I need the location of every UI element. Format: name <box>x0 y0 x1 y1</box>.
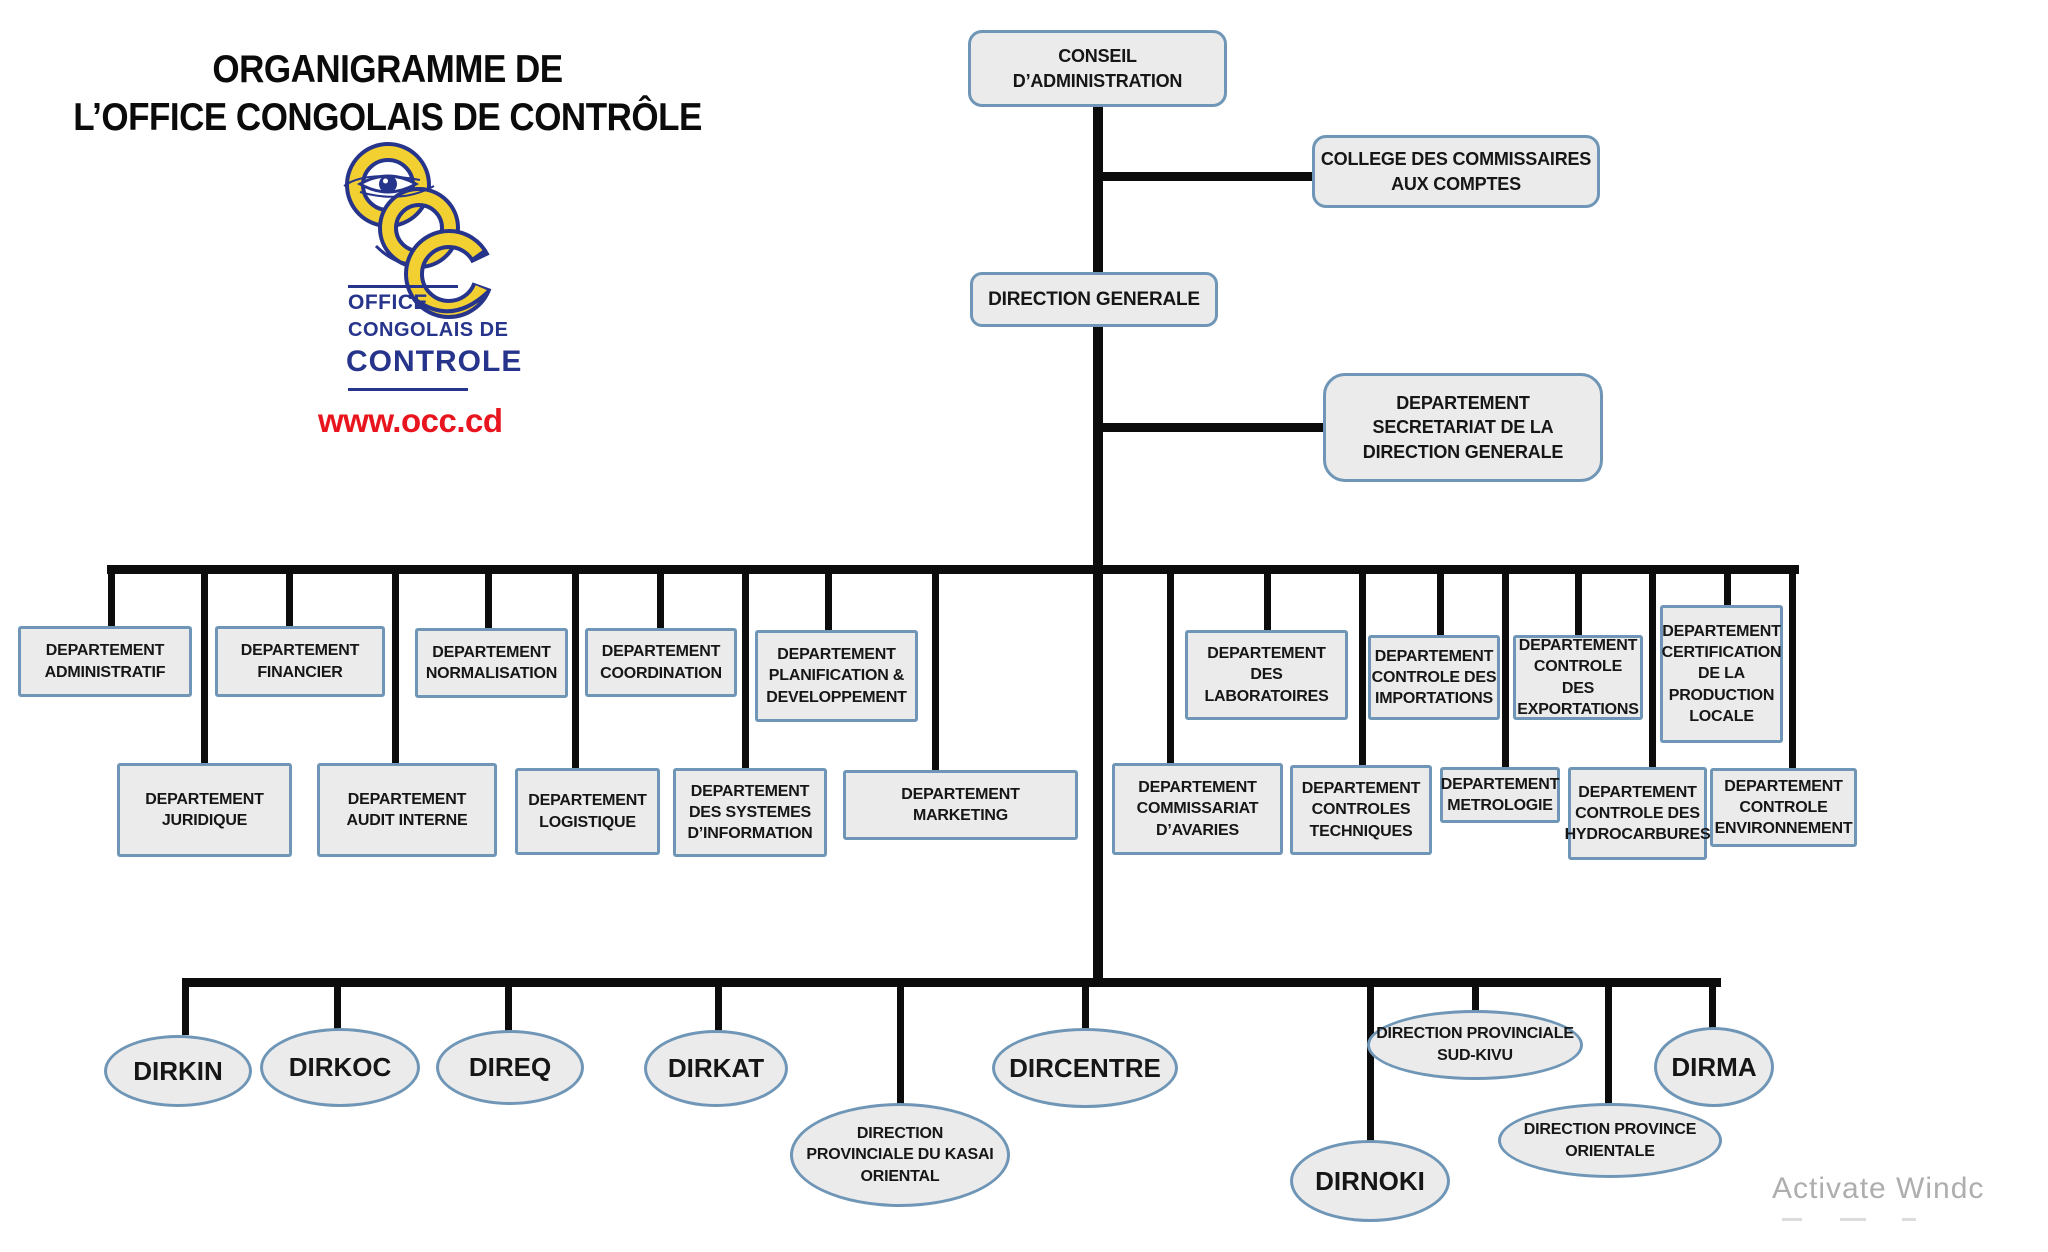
logo-divider-bottom <box>348 388 468 391</box>
direction-ellipse: DIRKIN <box>104 1035 252 1107</box>
department-box: DEPARTEMENT CONTROLE DES EXPORTATIONS <box>1513 635 1643 720</box>
connector-line <box>1167 568 1174 768</box>
department-box: DEPARTEMENT FINANCIER <box>215 626 385 697</box>
department-box: DEPARTEMENT LOGISTIQUE <box>515 768 660 855</box>
department-box: DEPARTEMENT MARKETING <box>843 770 1078 840</box>
org-title-line2: L’OFFICE CONGOLAIS DE CONTRÔLE <box>73 94 702 139</box>
connector-line <box>1437 568 1444 638</box>
direction-ellipse: DIRECTION PROVINCE ORIENTALE <box>1498 1103 1722 1178</box>
direction-ellipse: DIRCENTRE <box>992 1028 1178 1108</box>
org-title-line1: ORGANIGRAMME DE <box>212 47 563 91</box>
connector-line <box>182 985 189 1035</box>
connector-line <box>1093 102 1103 982</box>
connector-line <box>1605 985 1612 1107</box>
department-box: DEPARTEMENT METROLOGIE <box>1440 767 1560 823</box>
connector-line <box>1264 568 1271 633</box>
connector-line <box>108 568 115 633</box>
department-box: DEPARTEMENT CERTIFICATION DE LA PRODUCTI… <box>1660 605 1783 743</box>
connector-line <box>657 568 664 633</box>
department-box: DEPARTEMENT COMMISSARIAT D’AVARIES <box>1112 763 1283 855</box>
logo-divider-top <box>348 285 458 288</box>
department-box: DEPARTEMENT DES SYSTEMES D’INFORMATION <box>673 768 827 857</box>
direction-ellipse: DIRNOKI <box>1290 1140 1450 1222</box>
connector-line <box>182 978 1721 987</box>
department-box: DEPARTEMENT CONTROLE ENVIRONNEMENT <box>1710 768 1857 847</box>
connector-line <box>897 985 904 1107</box>
connector-line <box>286 568 293 633</box>
department-box: DEPARTEMENT PLANIFICATION & DEVELOPPEMEN… <box>755 630 918 722</box>
connector-line <box>107 565 1799 574</box>
watermark-fragment <box>1782 1218 1802 1221</box>
connector-line <box>1789 568 1796 771</box>
connector-line <box>485 568 492 633</box>
occ-logo-rings-icon <box>343 142 494 319</box>
college-commissaires-box: COLLEGE DES COMMISSAIRES AUX COMPTES <box>1312 135 1600 208</box>
department-box: DEPARTEMENT NORMALISATION <box>415 628 568 698</box>
connector-line <box>1472 985 1479 1013</box>
connector-line <box>1709 985 1716 1031</box>
logo-controle-label: CONTROLE <box>346 345 523 378</box>
connector-line <box>825 568 832 633</box>
department-box: DEPARTEMENT CONTROLE DES IMPORTATIONS <box>1368 635 1500 720</box>
logo-office-label: OFFICE <box>348 291 428 314</box>
eye-icon <box>343 174 435 198</box>
direction-ellipse: DIREQ <box>436 1030 584 1105</box>
org-title: ORGANIGRAMME DE L’OFFICE CONGOLAIS DE CO… <box>55 46 720 142</box>
conseil-administration-box: CONSEIL D’ADMINISTRATION <box>968 30 1227 107</box>
department-box: DEPARTEMENT COORDINATION <box>585 628 737 697</box>
watermark-fragment <box>1902 1218 1916 1221</box>
department-box: DEPARTEMENT ADMINISTRATIF <box>18 626 192 697</box>
logo-congolais-label: CONGOLAIS DE <box>348 319 509 341</box>
website-url: www.occ.cd <box>318 402 503 439</box>
connector-line <box>1098 423 1323 432</box>
department-box: DEPARTEMENT DES LABORATOIRES <box>1185 630 1348 720</box>
connector-line <box>742 568 749 772</box>
connector-line <box>201 568 208 768</box>
connector-line <box>1575 568 1582 638</box>
windows-activation-watermark: Activate Windc <box>1772 1172 1985 1205</box>
connector-line <box>505 985 512 1034</box>
watermark-fragment <box>1840 1218 1866 1221</box>
connector-line <box>1359 568 1366 768</box>
connector-line <box>1724 568 1731 608</box>
connector-line <box>392 568 399 768</box>
secretariat-dg-box: DEPARTEMENT SECRETARIAT DE LA DIRECTION … <box>1323 373 1603 482</box>
direction-ellipse: DIRECTION PROVINCIALE DU KASAI ORIENTAL <box>790 1103 1010 1207</box>
connector-line <box>572 568 579 772</box>
direction-generale-box: DIRECTION GENERALE <box>970 272 1218 327</box>
direction-ellipse: DIRKOC <box>260 1028 420 1107</box>
connector-line <box>1082 985 1089 1032</box>
direction-ellipse: DIRECTION PROVINCIALE SUD-KIVU <box>1367 1010 1583 1080</box>
department-box: DEPARTEMENT AUDIT INTERNE <box>317 763 497 857</box>
connector-line <box>1098 172 1312 181</box>
connector-line <box>1649 568 1656 770</box>
direction-ellipse: DIRKAT <box>644 1030 788 1107</box>
connector-line <box>334 985 341 1032</box>
connector-line <box>1367 985 1374 1143</box>
direction-ellipse: DIRMA <box>1654 1027 1774 1107</box>
connector-line <box>1502 568 1509 770</box>
department-box: DEPARTEMENT CONTROLE DES HYDROCARBURES <box>1565 767 1711 860</box>
department-box: DEPARTEMENT CONTROLES TECHNIQUES <box>1290 765 1432 855</box>
connector-line <box>715 985 722 1034</box>
connector-line <box>932 568 939 774</box>
department-box: DEPARTEMENT JURIDIQUE <box>117 763 292 857</box>
